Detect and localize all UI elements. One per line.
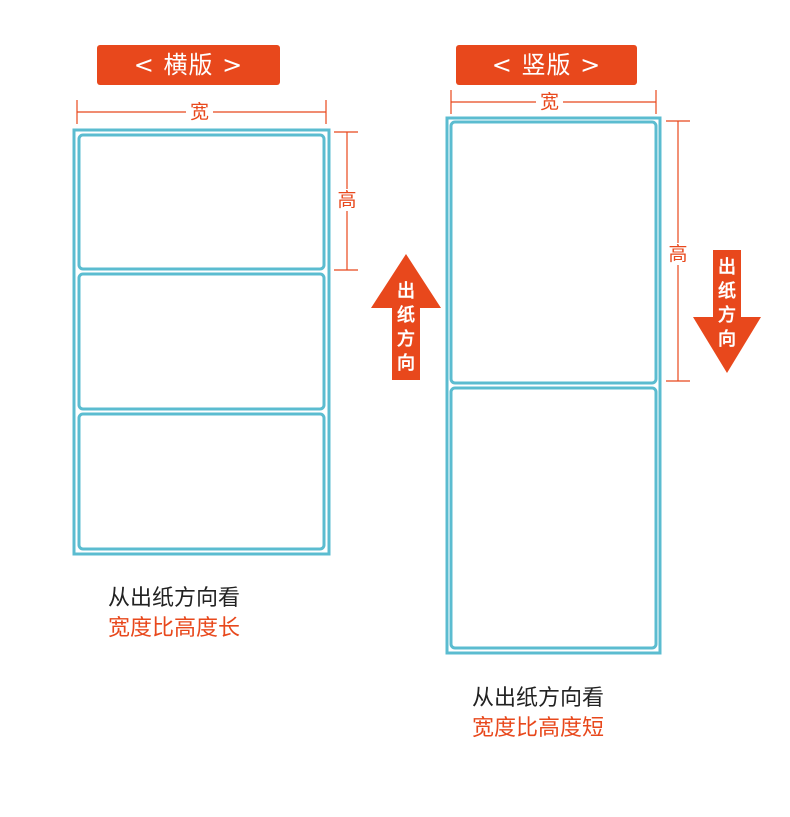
portrait-badge: < 竖版 > bbox=[456, 45, 637, 85]
landscape-arrow-label: 出纸方向 bbox=[397, 281, 415, 374]
portrait-arrow-label: 出纸方向 bbox=[718, 257, 736, 350]
landscape-label-3 bbox=[77, 412, 326, 551]
landscape-badge: < 横版 > bbox=[97, 45, 280, 85]
landscape-caption-line1: 从出纸方向看 bbox=[108, 586, 241, 611]
landscape-label-2 bbox=[77, 272, 326, 411]
feed-direction-up-arrow bbox=[371, 254, 441, 380]
landscape-label-strip bbox=[72, 128, 331, 556]
feed-direction-down-arrow bbox=[693, 250, 761, 373]
landscape-caption: 从出纸方向看 宽度比高度长 bbox=[108, 584, 240, 644]
portrait-caption-line1: 从出纸方向看 bbox=[472, 686, 605, 711]
portrait-label-2 bbox=[449, 386, 658, 650]
landscape-caption-line2: 宽度比高度长 bbox=[108, 616, 241, 641]
portrait-width-label: 宽 bbox=[536, 91, 564, 113]
portrait-height-label: 高 bbox=[667, 243, 689, 265]
landscape-label-1 bbox=[77, 133, 326, 271]
portrait-caption: 从出纸方向看 宽度比高度短 bbox=[472, 684, 604, 744]
landscape-width-label: 宽 bbox=[186, 101, 214, 123]
portrait-label-1 bbox=[449, 120, 658, 385]
portrait-label-strip bbox=[445, 116, 662, 655]
portrait-caption-line2: 宽度比高度短 bbox=[472, 716, 605, 741]
landscape-height-label: 高 bbox=[336, 189, 358, 211]
